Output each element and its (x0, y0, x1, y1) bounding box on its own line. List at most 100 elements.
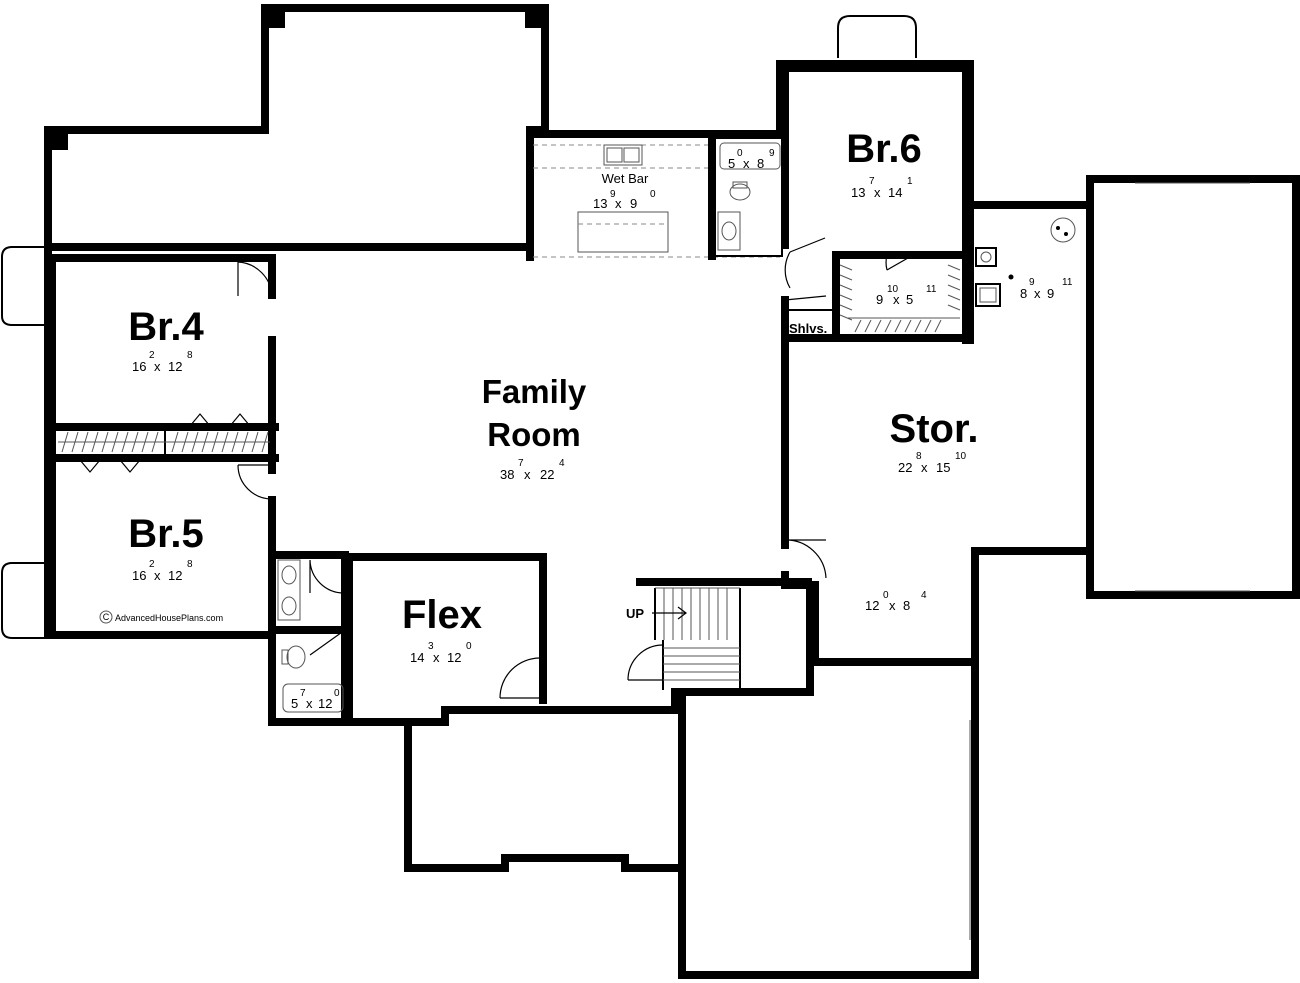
svg-text:7: 7 (518, 458, 524, 469)
svg-text:9: 9 (1047, 286, 1054, 301)
room-dims-br6: 13 7 x 14 1 (851, 176, 913, 200)
svg-text:10: 10 (955, 451, 967, 462)
svg-text:12: 12 (447, 650, 461, 665)
svg-text:8: 8 (903, 598, 910, 613)
copyright-symbol: C (103, 612, 110, 622)
window-bay-br5 (1, 562, 44, 639)
svg-text:16: 16 (132, 359, 146, 374)
svg-text:9: 9 (1029, 277, 1035, 288)
room-name-br4: Br.4 (128, 305, 204, 349)
bifold-door-br5 (79, 459, 141, 473)
door-stair (627, 644, 664, 681)
room-name-family-line2: Room (487, 416, 581, 453)
svg-text:x: x (874, 185, 881, 200)
svg-text:x: x (1034, 286, 1041, 301)
copyright-text: AdvancedHousePlans.com (115, 613, 223, 623)
svg-text:8: 8 (187, 559, 193, 570)
svg-text:x: x (433, 650, 440, 665)
svg-text:0: 0 (334, 688, 340, 699)
svg-text:13: 13 (593, 196, 607, 211)
svg-text:x: x (889, 598, 896, 613)
room-dims-br4: 16 2 x 12 8 (132, 350, 193, 374)
svg-text:5: 5 (906, 292, 913, 307)
room-dims-storage: 22 8 x 15 10 (898, 451, 967, 475)
room-dims-family: 38 7 x 22 4 (500, 458, 565, 482)
svg-text:2: 2 (149, 350, 155, 361)
door-lower-bath (309, 559, 345, 594)
svg-text:x: x (743, 156, 750, 171)
window-bay-br6 (837, 15, 917, 58)
svg-text:11: 11 (926, 284, 937, 295)
stair-arrow-icon (652, 606, 687, 620)
svg-text:16: 16 (132, 568, 146, 583)
window-bay-br4 (1, 246, 44, 326)
wall-top-left-block (44, 4, 549, 251)
svg-text:3: 3 (428, 641, 434, 652)
toilet-lower (286, 645, 306, 669)
room-name-storage: Stor. (890, 407, 979, 451)
svg-text:9: 9 (876, 292, 883, 307)
door-shelves (784, 295, 827, 301)
stairs-label: UP (626, 606, 644, 621)
room-dims-closet-br6: 9 10 x 5 11 (876, 284, 937, 307)
wall-bottom-right-block (678, 658, 979, 979)
closet-rod-br4-br5 (58, 431, 270, 453)
door-br6-closet (885, 253, 916, 271)
room-name-flex: Flex (402, 593, 482, 637)
svg-text:x: x (154, 568, 161, 583)
door-flex (499, 657, 541, 699)
toilet-top (729, 183, 751, 201)
room-name-family-line1: Family (482, 373, 587, 410)
wall-east-block (1086, 175, 1300, 599)
svg-text:4: 4 (921, 590, 927, 601)
stairs (636, 578, 812, 690)
door-br6 (784, 237, 826, 289)
svg-text:8: 8 (187, 350, 193, 361)
svg-text:5: 5 (291, 696, 298, 711)
water-heater (975, 247, 997, 267)
svg-text:8: 8 (1020, 286, 1027, 301)
svg-text:9: 9 (630, 196, 637, 211)
svg-text:7: 7 (300, 688, 306, 699)
svg-text:11: 11 (1062, 277, 1073, 288)
vanity-lower (277, 559, 301, 621)
room-dims-storage-small: 12 0 x 8 4 (865, 590, 927, 613)
svg-text:x: x (154, 359, 161, 374)
wall-bottom-center-block (404, 722, 686, 872)
room-dims-br5: 16 2 x 12 8 (132, 559, 193, 583)
svg-text:12: 12 (168, 568, 182, 583)
svg-text:22: 22 (540, 467, 554, 482)
wall-flex (345, 553, 547, 704)
svg-text:12: 12 (865, 598, 879, 613)
svg-text:x: x (524, 467, 531, 482)
svg-text:10: 10 (887, 284, 899, 295)
svg-text:7: 7 (869, 176, 875, 187)
svg-text:0: 0 (466, 641, 472, 652)
svg-text:x: x (615, 196, 622, 211)
svg-text:0: 0 (737, 148, 743, 159)
door-br4 (237, 261, 273, 297)
room-dims-bath-top: 5 0 x 8 9 (728, 148, 775, 171)
svg-text:x: x (921, 460, 928, 475)
wetbar-sink (603, 144, 643, 166)
room-dims-flex: 14 3 x 12 0 (410, 641, 472, 665)
room-name-wetbar: Wet Bar (602, 171, 649, 186)
bifold-door-br4 (189, 413, 251, 427)
furnace (975, 283, 1001, 307)
wall-storage (811, 547, 1094, 666)
bathtub-lower (282, 683, 344, 713)
svg-text:x: x (893, 292, 900, 307)
svg-text:4: 4 (559, 458, 565, 469)
svg-text:38: 38 (500, 467, 514, 482)
room-dims-wetbar: 13 9 x 9 0 (593, 189, 656, 211)
column-marker (265, 8, 285, 28)
wetbar-island (577, 211, 669, 253)
svg-text:22: 22 (898, 460, 912, 475)
svg-text:14: 14 (888, 185, 902, 200)
svg-text:x: x (306, 696, 313, 711)
svg-text:8: 8 (916, 451, 922, 462)
closet-rod-br6 (839, 264, 961, 333)
floor-drain (1008, 274, 1014, 280)
svg-text:0: 0 (650, 189, 656, 200)
